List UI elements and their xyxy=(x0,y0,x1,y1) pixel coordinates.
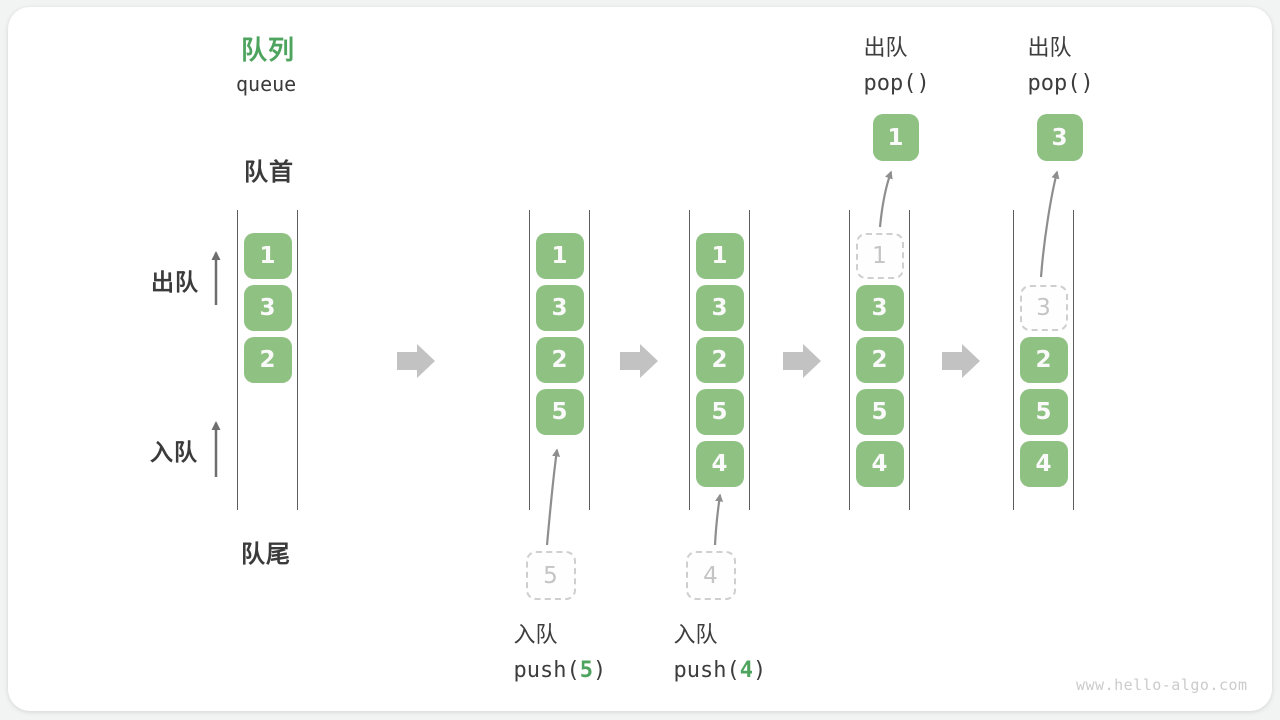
queue-item: 2 xyxy=(535,337,584,383)
operation-argument: 4 xyxy=(739,658,753,683)
operation-label-zh: 出队 xyxy=(1027,35,1072,60)
label-queue-rear: 队尾 xyxy=(241,541,291,568)
queue-container-state-after-pop-3 xyxy=(1013,210,1074,510)
queue-item: 5 xyxy=(695,389,744,435)
queue-container-state-after-push-5 xyxy=(529,210,590,510)
operation-code: push(5) xyxy=(514,653,607,689)
operation-argument: 5 xyxy=(579,658,593,683)
queue-item-pending: 4 xyxy=(685,551,736,600)
queue-item-popped: 3 xyxy=(1036,114,1083,161)
queue-item-pending: 5 xyxy=(525,551,576,600)
queue-item: 5 xyxy=(535,389,584,435)
operation-code-text: ) xyxy=(752,658,767,683)
queue-item: 3 xyxy=(695,285,744,331)
queue-item: 2 xyxy=(695,337,744,383)
queue-item: 3 xyxy=(535,285,584,331)
queue-item: 2 xyxy=(1019,337,1068,383)
queue-item: 4 xyxy=(855,441,904,487)
operation-label-state-after-pop-3: 出队 pop() xyxy=(1028,30,1094,102)
operation-label-state-after-push-5: 入队 push(5) xyxy=(514,617,607,689)
queue-item: 4 xyxy=(1019,441,1068,487)
operation-code-text: pop() xyxy=(1027,71,1094,96)
queue-item: 3 xyxy=(855,285,904,331)
queue-item: 5 xyxy=(855,389,904,435)
operation-code: push(4) xyxy=(674,653,767,689)
operation-code-text: ) xyxy=(592,658,607,683)
diagram-title-en: queue xyxy=(236,72,297,96)
queue-container-state-after-push-4 xyxy=(689,210,750,510)
queue-item: 2 xyxy=(243,337,292,383)
label-dequeue-direction: 出队 xyxy=(151,269,199,295)
diagram-title-zh: 队列 xyxy=(241,35,296,65)
operation-code-text: push( xyxy=(673,658,740,683)
label-queue-front: 队首 xyxy=(244,159,294,186)
queue-item-removed: 3 xyxy=(1019,285,1068,331)
operation-code: pop() xyxy=(864,66,930,102)
queue-item: 1 xyxy=(695,233,744,279)
queue-item: 5 xyxy=(1019,389,1068,435)
queue-container-state-initial xyxy=(237,210,298,510)
queue-item-removed: 1 xyxy=(855,233,904,279)
operation-code-text: push( xyxy=(513,658,580,683)
queue-item: 3 xyxy=(243,285,292,331)
queue-item-popped: 1 xyxy=(872,114,919,161)
operation-code: pop() xyxy=(1028,66,1094,102)
label-enqueue-direction: 入队 xyxy=(150,439,198,465)
operation-label-state-after-pop-1: 出队 pop() xyxy=(864,30,930,102)
operation-label-zh: 入队 xyxy=(513,622,558,647)
queue-item: 1 xyxy=(243,233,292,279)
queue-container-state-after-pop-1 xyxy=(849,210,910,510)
diagram-card xyxy=(8,7,1272,711)
operation-label-state-after-push-4: 入队 push(4) xyxy=(674,617,767,689)
operation-code-text: pop() xyxy=(863,71,930,96)
queue-item: 1 xyxy=(535,233,584,279)
operation-label-zh: 入队 xyxy=(673,622,718,647)
queue-item: 4 xyxy=(695,441,744,487)
queue-item: 2 xyxy=(855,337,904,383)
watermark-url: www.hello-algo.com xyxy=(1076,676,1248,694)
operation-label-zh: 出队 xyxy=(863,35,908,60)
